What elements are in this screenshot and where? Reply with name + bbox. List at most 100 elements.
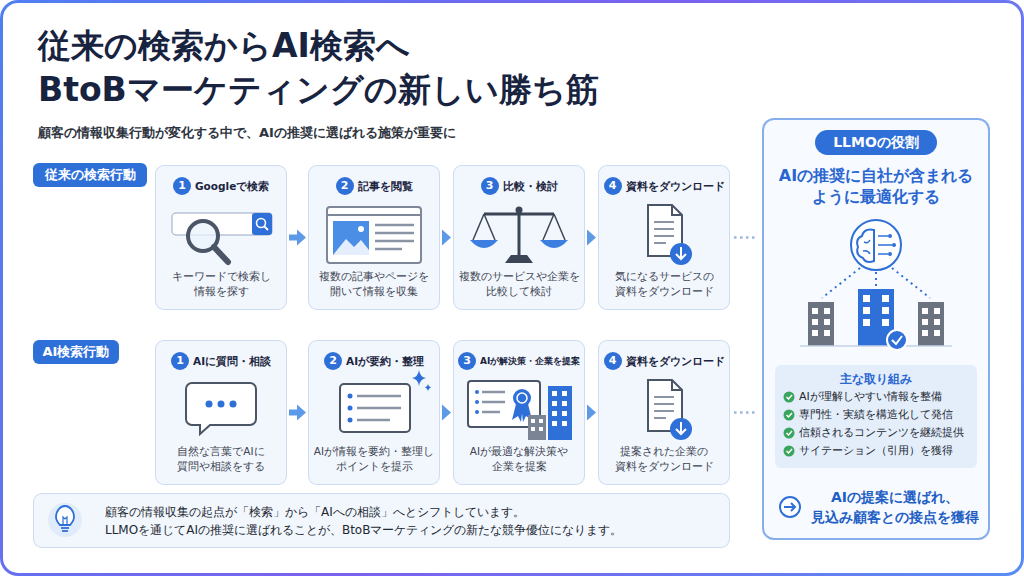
panel-conclusion: AIの提案に選ばれ、 見込み顧客との接点を獲得 [805,487,985,527]
download-illustration-part [654,396,674,398]
proposal-illustration-part [482,401,505,404]
list-heading: 主な取り組み [775,371,977,387]
company-buildings-part [824,308,830,314]
company-buildings-part [882,319,889,326]
company-buildings-part [824,319,830,325]
ai-brain-icon-part [822,268,860,298]
ai-brain-icon-part [851,220,901,270]
company-buildings-part [922,308,928,314]
summary-illustration-part [348,418,353,423]
download-illustration-part [654,403,674,405]
step-number-text: 1 [171,352,189,370]
article-illustration-part [327,214,421,216]
chat-illustration-part [230,401,237,408]
ai-brain-icon-part [888,234,892,238]
ai-brain-icon [822,220,930,298]
chat-illustration [186,383,256,434]
step-description: 複数のサービスや企業を 比較して検討 [457,269,581,299]
company-buildings-part [892,336,902,344]
company-buildings-part [808,302,834,346]
role-tag: LLMOの役割 [815,130,937,155]
company-buildings-part [812,308,818,314]
summary-illustration-part [357,419,390,422]
summary-illustration [340,370,431,432]
company-buildings-part [863,307,870,314]
download-illustration-part [654,235,674,237]
search-illustration-part [264,226,268,230]
check-icons-part [784,392,795,403]
check-icons-part [787,449,793,453]
dotted-line [734,236,758,239]
summary-illustration-part [348,394,353,399]
company-buildings-part [918,302,944,346]
scales-illustration-part [543,214,554,240]
proposal-illustration-part [552,401,557,406]
check-icons-part [787,413,793,417]
proposal-illustration-part [552,421,557,426]
check-icons-part [787,431,793,435]
download-illustration-part [654,410,674,412]
search-illustration-part [188,221,218,251]
company-buildings-part [812,319,818,325]
step-heading: AIが解決策・企業を提案 [480,352,580,370]
step-number: 1 [173,177,191,195]
arrow-circle-icon-part [780,497,800,517]
lightbulb-icon-part [48,503,82,537]
proposal-illustration-part [517,393,527,403]
proposal-illustration-part [539,427,543,431]
scales-illustration [470,207,568,264]
article-illustration-part [327,207,421,263]
step-number-text: 3 [481,177,499,195]
download-illustration-part [670,418,692,440]
step-number: 2 [336,177,354,195]
search-illustration-part [172,213,272,235]
company-buildings-part [863,319,870,326]
step-number: 2 [324,352,342,370]
proposal-illustration-part [468,381,540,427]
article-illustration-part [358,226,364,232]
row-label-pill: 従来の検索行動 [33,163,147,187]
arrow-head [297,405,306,421]
step-description: 気になるサービスの 資料をダウンロード [602,269,726,299]
download-illustration-part [648,205,682,256]
scales-illustration-part [473,214,484,240]
article-illustration-part [375,240,414,243]
flow-arrow [442,405,451,421]
company-buildings-part [863,295,870,302]
lightbulb-icon-part [61,527,69,529]
list-item: 信頼されるコンテンツを継続提供 [799,425,964,441]
proposal-illustration-part [548,386,572,440]
ai-brain-icon-part [888,252,892,256]
proposal-illustration-part [521,404,532,422]
role-tag-text: LLMOの役割 [815,130,937,155]
company-buildings-part [887,330,907,350]
scales-illustration-part [554,214,565,240]
company-buildings-part [812,330,818,336]
search-illustration-part [214,247,228,262]
ai-brain-icon-part [857,230,874,262]
proposal-illustration-part [552,391,557,396]
proposal-illustration-part [552,411,557,416]
step-number-text: 4 [604,352,622,370]
article-illustration-part [333,221,369,255]
main-title: 従来の検索からAI検索へ BtoBマーケティングの新しい勝ち筋 [38,24,678,112]
ai-brain-icon-part [863,240,870,254]
scales-illustration-part [484,214,495,240]
dotted-line [734,411,758,414]
ai-brain-icon-part [892,268,930,298]
company-buildings-part [922,330,928,336]
dotted-connector [734,237,758,238]
flow-arrow [587,230,596,246]
download-illustration-part [654,228,674,230]
chat-illustration-part [206,401,213,408]
step-description: 提案された企業の 資料をダウンロード [602,444,726,474]
arrow-head [587,405,596,421]
note-text: LLMOを通じてAIの推奨に選ばれることが、BtoBマーケティングの新たな競争優… [105,521,622,539]
company-buildings-part [800,345,952,347]
chat-illustration-part [186,383,256,434]
step-description: 自然な言葉でAIに 質問や相談をする [159,444,283,474]
scales-illustration-part [505,255,533,263]
proposal-illustration-part [562,391,567,396]
action-list-box: 主な取り組みAIが理解しやすい情報を整備専門性・実績を構造化して発信信頼されるコ… [775,365,977,468]
